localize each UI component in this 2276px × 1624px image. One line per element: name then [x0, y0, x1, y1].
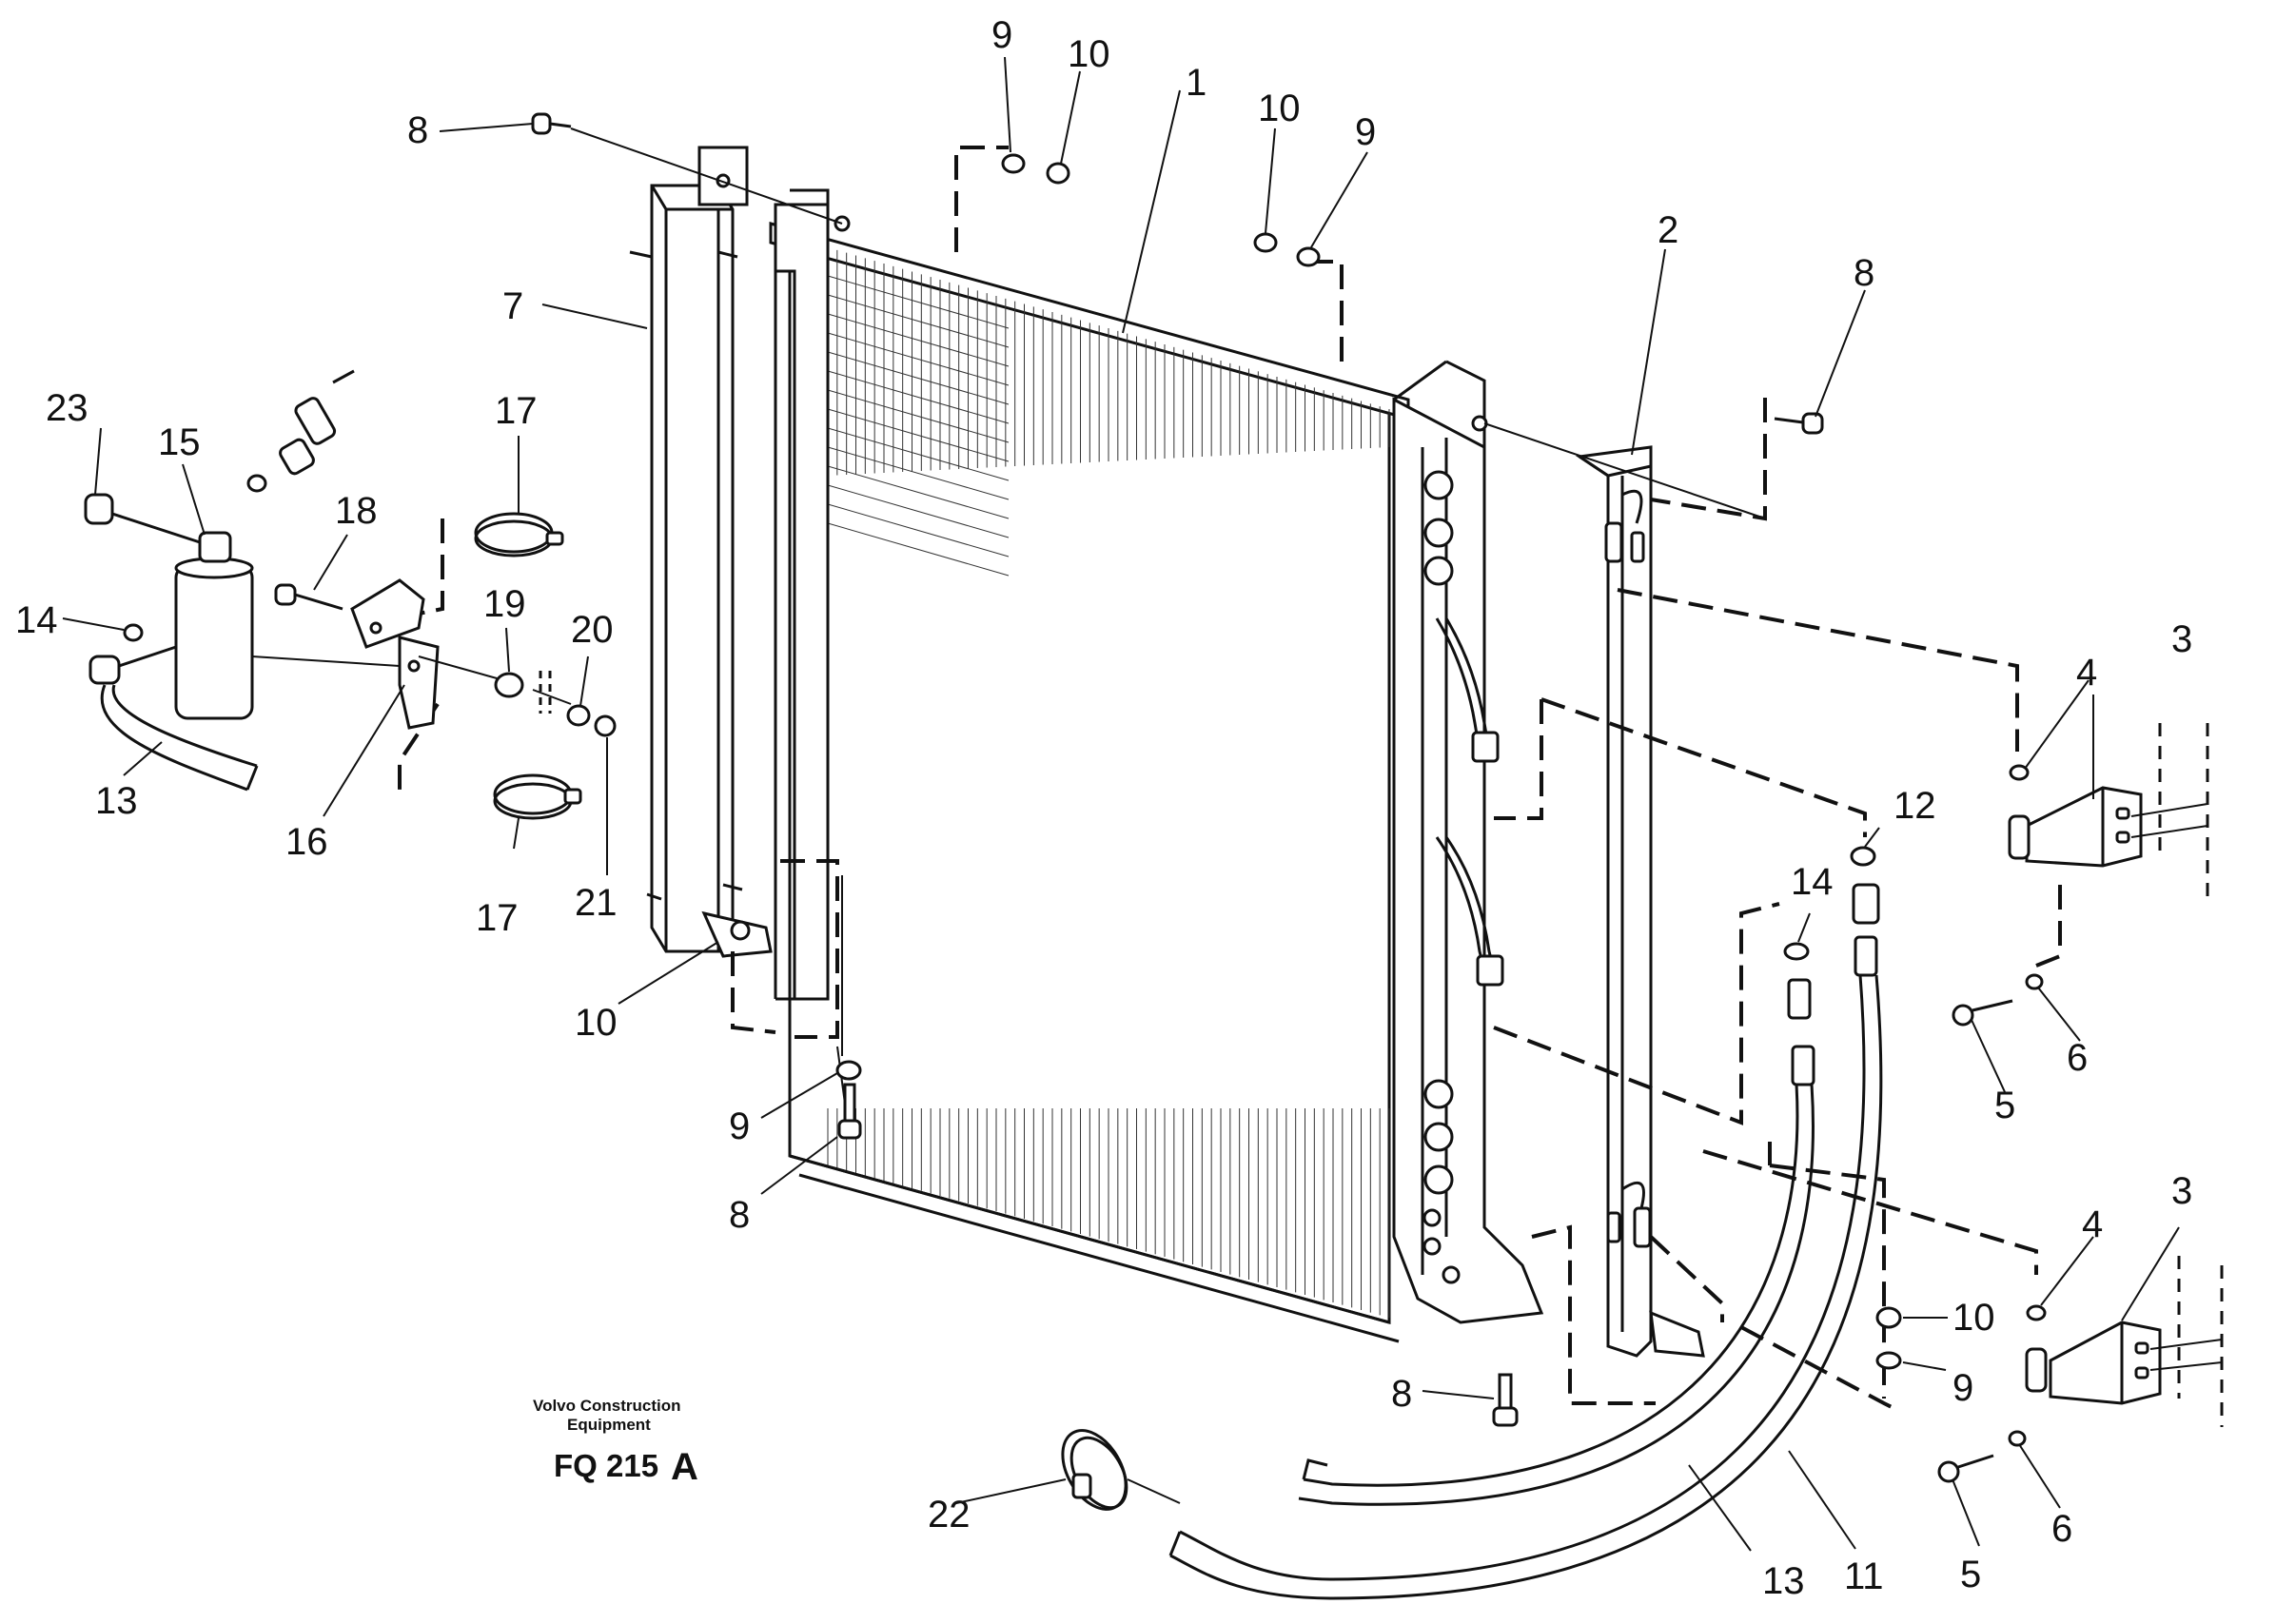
hardware — [531, 112, 2047, 1483]
washer-4-lower — [2026, 1304, 2047, 1321]
callout-4-lower: 4 — [2082, 1203, 2103, 1245]
right-side-member — [1575, 445, 1705, 1358]
bolt-5-upper — [1952, 1004, 1974, 1027]
hose-clamp-22 — [1061, 1429, 1181, 1511]
bolt-8-left — [837, 1119, 862, 1140]
hose-clamp-17-upper — [474, 512, 564, 558]
spacer-19 — [494, 672, 524, 698]
drier-fitting-top — [279, 438, 315, 476]
washer-9-top — [1001, 153, 1026, 174]
washer-9-right — [1875, 1351, 1902, 1370]
figure-suffix: A — [671, 1446, 698, 1488]
condenser-core — [769, 222, 1410, 1343]
hose-13-fitting-2 — [1791, 1045, 1815, 1086]
washer-12 — [1850, 846, 1876, 867]
mounting-bracket-upper — [2008, 723, 2209, 904]
callout-10-right: 10 — [1952, 1297, 1995, 1339]
hose-clamp-17-lower — [493, 773, 582, 820]
receiver-drier — [84, 369, 355, 792]
drier-head-15 — [198, 531, 232, 563]
hose-11-fitting-2 — [1854, 935, 1878, 977]
washer-6-upper — [2025, 973, 2044, 990]
callout-7: 7 — [502, 285, 523, 327]
brand-line-1: Volvo Construction — [533, 1397, 681, 1415]
callout-8-bottom: 8 — [1391, 1373, 1412, 1415]
bolt-8-bottom — [1492, 1406, 1519, 1427]
callout-3-lower: 3 — [2171, 1170, 2192, 1212]
callout-14-right: 14 — [1791, 861, 1834, 903]
washer-9-mid — [1296, 246, 1321, 267]
bolt-18 — [274, 583, 343, 611]
nut-upper-drier — [246, 474, 267, 493]
callout-19: 19 — [483, 583, 526, 625]
callout-12: 12 — [1893, 785, 1936, 827]
hose-13-nut — [88, 655, 121, 685]
callout-5-upper: 5 — [1994, 1085, 2015, 1126]
bolt-8-top-right — [1801, 412, 1824, 435]
callout-9-topmid: 9 — [1355, 111, 1376, 153]
washer-6-lower — [2008, 1430, 2027, 1447]
bolt-8-top-left — [531, 112, 552, 135]
callout-9-top: 9 — [991, 14, 1012, 56]
hose-13-fitting — [1787, 978, 1812, 1020]
callout-13-left: 13 — [95, 780, 138, 822]
drier-fitting-top-2 — [294, 397, 337, 445]
callout-8-top-left: 8 — [407, 109, 428, 151]
callout-16: 16 — [285, 821, 328, 863]
callout-10-top: 10 — [1068, 33, 1110, 75]
nut-10-mid — [1253, 232, 1278, 253]
figure-code: FQ 215 — [554, 1448, 658, 1483]
callout-6-upper: 6 — [2067, 1037, 2088, 1079]
washer-9-left — [835, 1060, 862, 1081]
right-side-plate — [1392, 360, 1544, 1324]
refrigerant-hoses — [1168, 883, 1883, 1600]
callout-11: 11 — [1844, 1556, 1884, 1597]
callout-5-lower: 5 — [1960, 1554, 1981, 1595]
callout-17-lower: 17 — [476, 897, 519, 939]
callout-4-upper: 4 — [2076, 652, 2097, 694]
switch-23 — [84, 493, 114, 525]
bolt-5-lower — [1937, 1460, 1960, 1483]
callout-8-top-right: 8 — [1854, 252, 1874, 294]
callout-22: 22 — [928, 1494, 971, 1536]
nut-10-top — [1046, 162, 1070, 185]
mounting-bracket-lower — [2025, 1256, 2224, 1427]
washer-14-right — [1783, 942, 1810, 961]
nut-20-21 — [539, 671, 617, 737]
brand-line-2: Equipment — [567, 1416, 651, 1434]
leader-lines — [62, 56, 2180, 1552]
callout-1: 1 — [1186, 62, 1207, 104]
left-side-member — [629, 146, 773, 958]
nut-10-right — [1875, 1306, 1902, 1329]
callout-6-lower: 6 — [2051, 1508, 2072, 1550]
callout-20: 20 — [571, 609, 614, 651]
bolt-8-left-shank — [843, 1083, 856, 1125]
brand-block: Volvo Construction Equipment FQ 215 A — [533, 1397, 698, 1488]
hose-11-fitting — [1852, 883, 1880, 925]
washer-14-left — [123, 623, 144, 642]
washer-4-upper — [2009, 764, 2030, 781]
callout-3-upper: 3 — [2171, 618, 2192, 660]
callout-14-left: 14 — [15, 599, 58, 641]
callout-23: 23 — [46, 387, 88, 429]
callout-18: 18 — [335, 490, 378, 532]
callout-9-right: 9 — [1952, 1367, 1973, 1409]
callout-21: 21 — [575, 882, 618, 924]
callout-15: 15 — [158, 421, 201, 463]
callout-9-left: 9 — [729, 1105, 750, 1147]
callout-labels: 1 2 3 3 4 4 5 5 6 6 7 8 8 8 8 9 9 9 9 10… — [15, 14, 2192, 1602]
callout-10-left: 10 — [575, 1002, 618, 1044]
callout-17-upper: 17 — [495, 390, 538, 432]
callout-10-topmid: 10 — [1258, 88, 1301, 129]
callout-2: 2 — [1658, 209, 1678, 251]
callout-8-left: 8 — [729, 1194, 750, 1236]
callout-13-bottom: 13 — [1762, 1560, 1805, 1602]
